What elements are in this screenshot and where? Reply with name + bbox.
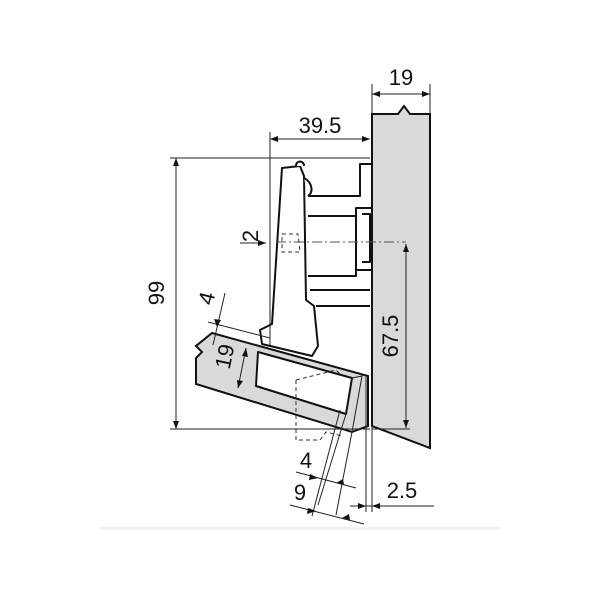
divider-line [100,527,500,530]
dim-label-2-5: 2.5 [387,478,418,503]
dim-label-39-5: 39.5 [299,113,342,138]
dim-label-99: 99 [144,281,169,305]
dim-label-9: 9 [294,480,306,505]
door-panel [194,331,369,434]
dimension-hole-offset: 2 [238,230,266,246]
dimension-side-panel-thickness: 19 [371,65,431,114]
hidden-cup-outline [295,369,343,441]
dim-label-4-bottom: 4 [300,448,312,473]
dimension-door-thickness: 19 [210,342,248,389]
cabinet-side-panel [371,104,431,450]
dimension-door-gap: 4 [193,289,271,346]
dimension-overall-height: 99 [144,157,370,430]
hinge-arm [259,160,373,357]
dim-label-19-top: 19 [389,65,413,90]
dim-label-67-5: 67.5 [378,315,403,358]
dimension-hinge-depth: 39.5 [269,113,370,345]
dim-label-19-door: 19 [210,342,240,371]
dim-label-4-top: 4 [193,289,220,307]
dimension-mounting-height: 67.5 [372,244,410,430]
dimension-bottom-group: 4 9 2.5 [289,376,434,525]
dim-label-2: 2 [238,230,263,242]
